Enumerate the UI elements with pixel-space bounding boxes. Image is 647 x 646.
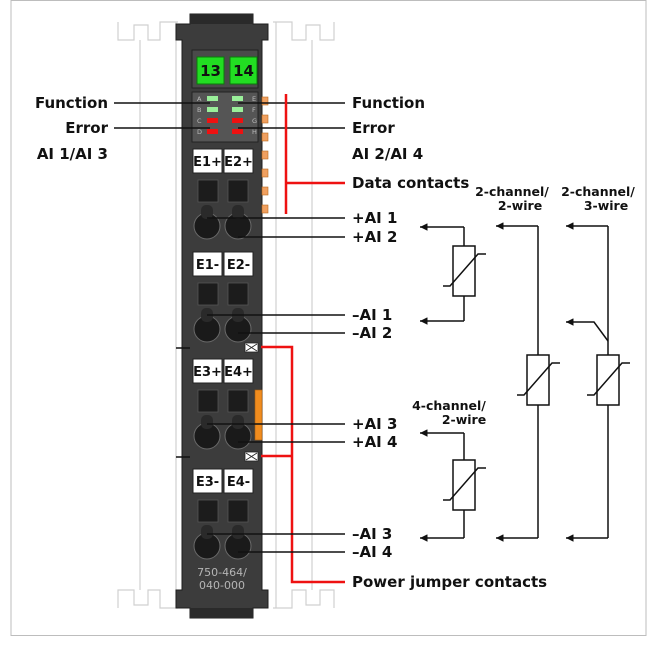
led-letter-f: F [252, 106, 256, 114]
label-2ch-3wire-line1: 2-channel/ [561, 184, 635, 199]
terminal-label-e2-minus: E2- [227, 258, 250, 273]
label-neg-ai2: –AI 2 [352, 324, 392, 342]
label-error-right: Error [352, 119, 395, 137]
label-pos-ai1: +AI 1 [352, 209, 397, 227]
sensor-top-2wire [420, 223, 486, 325]
sensor-2ch-3wire [566, 222, 630, 542]
terminal-label-e2-plus: E2+ [224, 155, 253, 170]
led-letter-d: D [197, 128, 202, 136]
terminal-label-e3-minus: E3- [196, 475, 219, 490]
label-pos-ai3: +AI 3 [352, 415, 397, 433]
led-letter-c: C [197, 117, 202, 125]
diagram-frame [10, 0, 647, 636]
label-2ch-2wire-line1: 2-channel/ [475, 184, 549, 199]
label-pos-ai2: +AI 2 [352, 228, 397, 246]
label-error-left: Error [65, 119, 108, 137]
label-4ch-2wire-line2: 2-wire [442, 412, 486, 427]
terminal-label-e4-minus: E4- [227, 475, 250, 490]
terminal-label-e1-plus: E1+ [193, 155, 222, 170]
label-neg-ai1: –AI 1 [352, 306, 392, 324]
led-d [207, 129, 218, 134]
led-h [232, 129, 243, 134]
led-c [207, 118, 218, 123]
sensor-4ch-2wire [420, 429, 486, 542]
model-number-line1: 750-464/ [197, 566, 247, 579]
terminal-label-e1-minus: E1- [196, 258, 219, 273]
marker-14 [229, 56, 258, 85]
led-e [232, 96, 243, 101]
led-letter-e: E [252, 95, 256, 103]
label-channel-left: AI 1/AI 3 [37, 145, 108, 163]
led-g [232, 118, 243, 123]
led-f [232, 107, 243, 112]
label-2ch-3wire-line2: 3-wire [584, 198, 628, 213]
label-pos-ai4: +AI 4 [352, 433, 397, 451]
module-latch-bottom [190, 608, 253, 618]
power-jumper-bracket [261, 345, 345, 584]
label-function-right: Function [352, 94, 425, 112]
spring-release-buttons [197, 179, 249, 523]
label-function-left: Function [35, 94, 108, 112]
label-neg-ai3: –AI 3 [352, 525, 392, 543]
model-number-line2: 040-000 [199, 579, 245, 592]
io-module: 13 14 A B C D E F G H [175, 13, 269, 619]
led-b [207, 107, 218, 112]
data-contacts [261, 96, 269, 214]
led-letter-h: H [252, 128, 257, 136]
label-neg-ai4: –AI 4 [352, 543, 392, 561]
marker-13-text: 13 [200, 62, 221, 80]
sensor-2ch-2wire [496, 222, 560, 542]
power-jumper-tab-top [244, 342, 259, 353]
led-letter-b: B [197, 106, 201, 114]
label-data-contacts: Data contacts [352, 174, 469, 192]
led-letter-g: G [252, 117, 257, 125]
power-jumper-tab-bottom [244, 451, 259, 462]
label-2ch-2wire-line2: 2-wire [498, 198, 542, 213]
data-contacts-bracket [284, 94, 345, 214]
led-a [207, 96, 218, 101]
marker-13 [196, 56, 225, 85]
led-letter-a: A [197, 95, 202, 103]
label-4ch-2wire-line1: 4-channel/ [412, 398, 486, 413]
led-panel [191, 91, 259, 143]
label-channel-right: AI 2/AI 4 [352, 145, 423, 163]
power-jumper-contact [254, 389, 263, 441]
terminal-tags [192, 148, 254, 494]
marker-14-text: 14 [233, 62, 254, 80]
terminal-label-e4-plus: E4+ [224, 365, 253, 380]
neighbor-module-outline-left [117, 21, 178, 609]
label-power-jumper: Power jumper contacts [352, 573, 547, 591]
module-latch-top [190, 14, 253, 24]
terminal-label-e3-plus: E3+ [193, 365, 222, 380]
ai-leader-lines [207, 217, 345, 553]
